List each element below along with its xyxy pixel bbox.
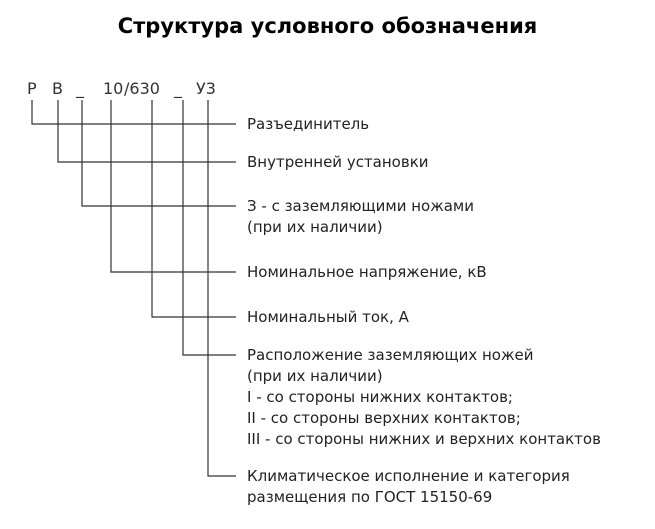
desc-line: (при их наличии) (247, 367, 383, 385)
desc-line: I - со стороны нижних контактов; (247, 388, 513, 406)
desc-line: размещения по ГОСТ 15150-69 (247, 488, 493, 506)
desc-line: Номинальное напряжение, кВ (247, 263, 487, 281)
desc-nominalnoe-napryazhenie: Номинальное напряжение, кВ (247, 262, 487, 283)
desc-raspolozhenie-nozhei: Расположение заземляющих ножей (при их н… (247, 345, 601, 450)
desc-zazemlyayushchie-nozhi: З - с заземляющими ножами (при их наличи… (247, 196, 474, 238)
diagram-title: Структура условного обозначения (117, 14, 538, 38)
desc-line: (при их наличии) (247, 218, 383, 236)
desc-line: III - со стороны нижних и верхних контак… (247, 430, 601, 448)
desc-line: Расположение заземляющих ножей (247, 346, 534, 364)
desc-line: Внутренней установки (247, 153, 429, 171)
desc-razedinitel: Разъединитель (247, 114, 369, 135)
code-dash-1: _ (76, 79, 84, 98)
connector-klimat (207, 100, 236, 477)
code-letter-p: Р (27, 79, 37, 98)
connector-raspolozhenie (182, 100, 236, 356)
desc-line: З - с заземляющими ножами (247, 197, 474, 215)
connector-tok (151, 100, 236, 318)
connector-razedinitel (31, 100, 236, 125)
code-dash-2: _ (174, 79, 182, 98)
desc-vnutrennei-ustanovki: Внутренней установки (247, 152, 429, 173)
code-letter-v: В (52, 79, 63, 98)
code-climate: У3 (196, 79, 216, 98)
desc-line: II - со стороны верхних контактов; (247, 409, 521, 427)
code-voltage: 10 (103, 79, 124, 98)
code-current: /630 (124, 79, 160, 98)
desc-nominalnyi-tok: Номинальный ток, А (247, 307, 409, 328)
connector-zazemlenie (81, 100, 236, 207)
connector-napryazhenie (110, 100, 236, 273)
desc-line: Номинальный ток, А (247, 308, 409, 326)
desc-line: Разъединитель (247, 115, 370, 133)
desc-line: Климатическое исполнение и категория (247, 467, 570, 485)
desc-klimaticheskoe-ispolnenie: Климатическое исполнение и категория раз… (247, 466, 570, 508)
connector-vnutrennei (57, 100, 236, 163)
